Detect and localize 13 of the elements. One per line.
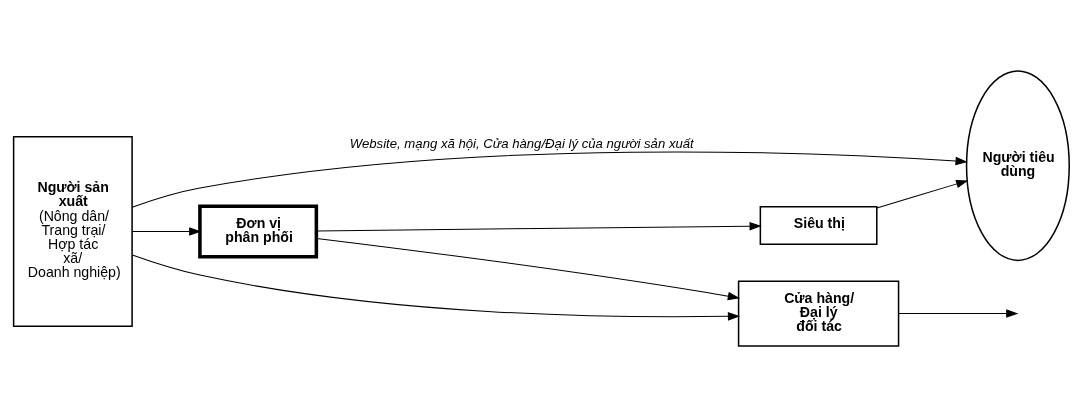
arrow	[898, 308, 1019, 318]
node-box: Siêu thị	[759, 205, 878, 245]
arrow	[316, 237, 740, 300]
arrow	[131, 151, 968, 208]
node-ellipse: Người tiêu dùng	[965, 69, 1070, 261]
arrow	[131, 226, 202, 236]
arrow	[316, 221, 762, 231]
node-box: Cửa hàng/ Đại lý đối tác	[737, 279, 900, 347]
node-box: Người sản xuất (Nông dân/ Trang trại/ Hợp tác xã/ Doanh nghiệp)	[12, 135, 133, 327]
arrow	[876, 179, 969, 209]
edge-label: Website, mạng xã hội, Cửa hàng/Đại lý của người sản xuất	[349, 135, 694, 151]
arrow	[131, 253, 741, 321]
node-box: Đơn vị phân phối	[198, 203, 319, 259]
